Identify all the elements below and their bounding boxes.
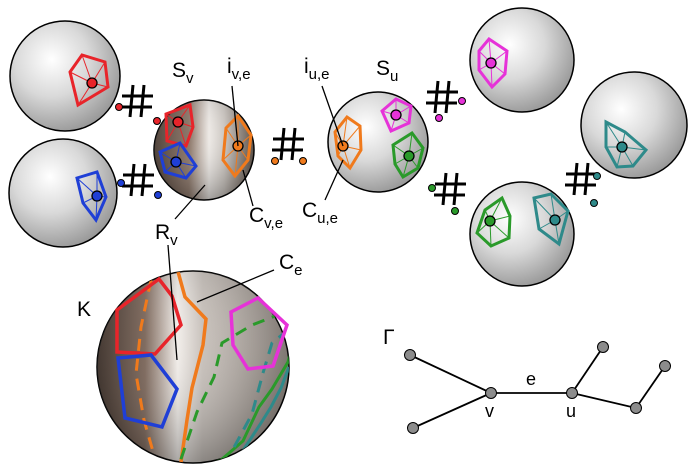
label-k: K xyxy=(77,298,91,321)
label-r-v: Rv xyxy=(155,221,178,249)
red-polygon-icon xyxy=(115,276,183,356)
magenta-polygon-icon xyxy=(477,37,509,90)
sphere-k xyxy=(96,270,290,464)
label-gamma: Γ xyxy=(383,326,395,349)
orange-polygon-icon xyxy=(333,114,363,171)
graph-edges xyxy=(409,346,666,429)
sphere-s-v xyxy=(153,99,255,201)
sphere-lower-right xyxy=(469,181,575,287)
graph-nodes xyxy=(404,341,671,434)
label-edge-e: e xyxy=(526,369,536,389)
teal-dashed-curve xyxy=(230,328,289,452)
orange-curve-c-e xyxy=(175,271,208,463)
label-i-u-e: iu,e xyxy=(304,55,330,83)
blue-polygon-icon xyxy=(75,170,108,223)
magenta-polygon-icon xyxy=(229,295,290,371)
label-s-u: Su xyxy=(376,57,398,85)
red-polygon-icon xyxy=(68,53,110,108)
leader-lines xyxy=(167,85,344,361)
sphere-bottom-left xyxy=(8,138,118,248)
hash-icon xyxy=(121,80,597,206)
green-polygon-icon xyxy=(475,195,512,248)
red-polygon-icon xyxy=(164,102,195,148)
label-vertex-v: v xyxy=(485,401,494,421)
label-s-v: Sv xyxy=(172,59,194,87)
hash-dots xyxy=(115,97,601,215)
blue-polygon-icon xyxy=(116,353,179,430)
magenta-polygon-icon xyxy=(380,97,413,133)
graph-gamma: Γ e v u xyxy=(383,326,671,434)
label-vertex-u: u xyxy=(566,401,576,421)
green-polygon-icon xyxy=(391,130,425,180)
label-c-e: Ce xyxy=(279,251,303,279)
teal-polygon-icon xyxy=(604,119,649,169)
label-i-v-e: iv,e xyxy=(227,55,251,83)
sphere-top-left xyxy=(9,20,121,132)
label-c-v-e: Cv,e xyxy=(249,204,283,232)
teal-polygon-icon xyxy=(532,192,570,247)
green-dashed-curve xyxy=(178,311,284,463)
sphere-far-right xyxy=(580,71,688,179)
sphere-top-right xyxy=(469,7,575,113)
sphere-s-u xyxy=(327,91,429,193)
label-c-u-e: Cu,e xyxy=(302,199,338,227)
blue-polygon-icon xyxy=(158,141,198,180)
